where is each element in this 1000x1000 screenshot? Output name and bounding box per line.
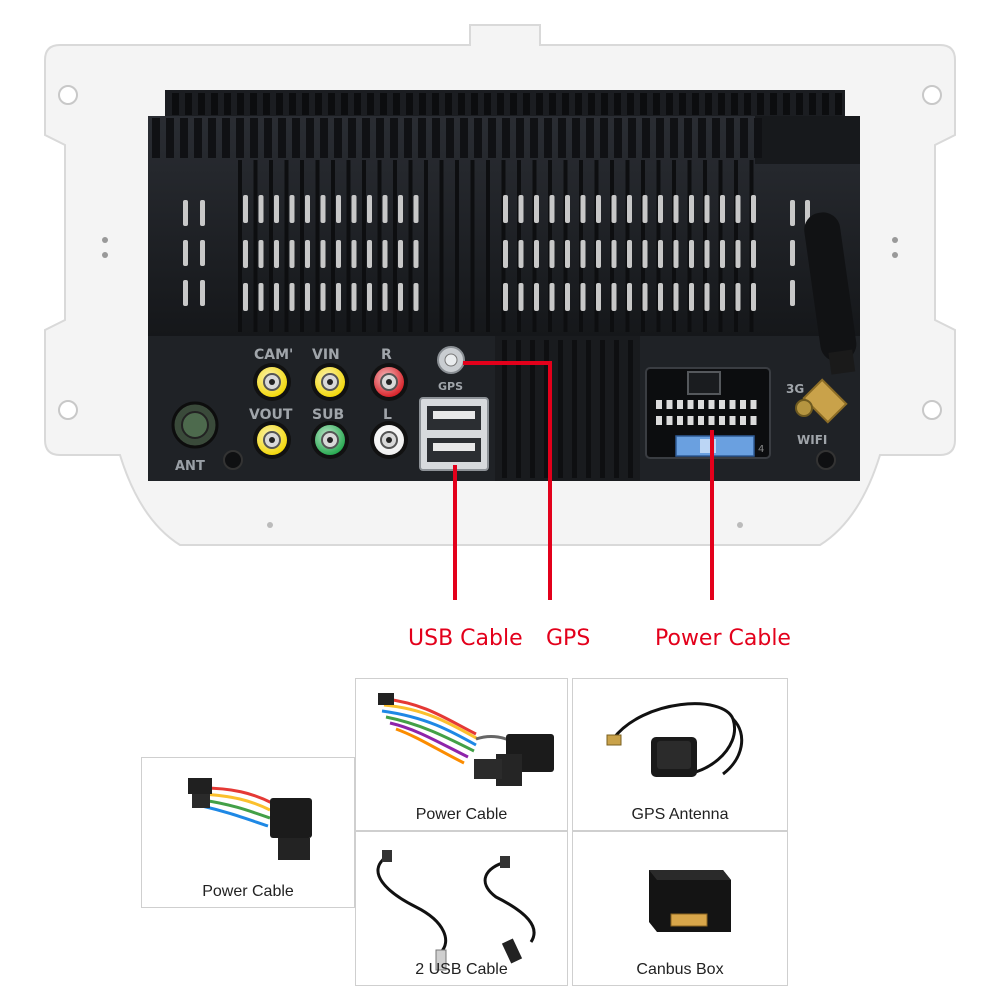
audio-right-rca-jack[interactable] <box>370 363 408 401</box>
chassis-screw <box>816 450 836 470</box>
gps-port-label: GPS <box>438 380 463 393</box>
bezel-hole <box>922 400 942 420</box>
usb-port-stack[interactable] <box>419 397 489 471</box>
sub-rca-jack[interactable] <box>311 421 349 459</box>
accessory-power-cable-harness: Power Cable <box>355 678 568 831</box>
adapter-harness-icon <box>188 778 312 860</box>
accessory-gps-antenna: GPS Antenna <box>572 678 788 831</box>
bezel-screw <box>737 522 743 528</box>
fuse-mark: 4 <box>758 444 764 455</box>
l-label: L <box>383 407 392 423</box>
accessory-label: Power Cable <box>415 806 508 823</box>
bezel-hole <box>922 85 942 105</box>
accessory-label: Power Cable <box>202 883 294 900</box>
usb-cable-callout: USB Cable <box>408 626 523 651</box>
sub-label: SUB <box>312 407 344 423</box>
cam-label: CAM' <box>254 347 293 363</box>
cam-rca-jack[interactable] <box>253 363 291 401</box>
audio-left-rca-jack[interactable] <box>370 421 408 459</box>
wifi-label: WIFI <box>797 433 827 447</box>
accessory-label: Canbus Box <box>636 961 724 978</box>
gps-antenna-icon <box>606 702 744 777</box>
vent-slots <box>183 195 810 311</box>
chassis-screw <box>223 450 243 470</box>
power-cable-callout: Power Cable <box>655 626 791 651</box>
accessory-usb-cable: 2 USB Cable <box>355 831 568 986</box>
accessory-power-cable-adapter: Power Cable <box>141 757 355 908</box>
vin-rca-jack[interactable] <box>311 363 349 401</box>
accessory-canbus-box: Canbus Box <box>572 831 788 986</box>
three-g-label: 3G <box>786 382 804 396</box>
wifi-antenna[interactable] <box>795 210 859 424</box>
gps-antenna-port[interactable] <box>437 346 465 374</box>
accessory-label: 2 USB Cable <box>415 961 508 978</box>
vin-label: VIN <box>312 347 340 363</box>
vout-label: VOUT <box>249 407 293 423</box>
power-harness-icon <box>378 693 554 786</box>
usb-cable-icon <box>376 850 536 971</box>
head-unit-rear-panel: ANT CAM' VIN R VOUT SUB L GPS 4 3G WIFI <box>44 24 956 600</box>
canbus-box-icon <box>649 870 731 932</box>
callout-lines <box>453 361 714 600</box>
r-label: R <box>381 347 392 363</box>
bezel-hole <box>58 85 78 105</box>
antenna-port[interactable] <box>171 401 219 449</box>
power-connector[interactable]: 4 <box>645 367 771 459</box>
vout-rca-jack[interactable] <box>253 421 291 459</box>
ant-label: ANT <box>175 459 205 474</box>
bezel-screw <box>267 522 273 528</box>
heatsink-fins-top <box>172 93 842 115</box>
gps-callout: GPS <box>546 626 591 651</box>
accessory-label: GPS Antenna <box>631 806 729 823</box>
bezel-hole <box>58 400 78 420</box>
